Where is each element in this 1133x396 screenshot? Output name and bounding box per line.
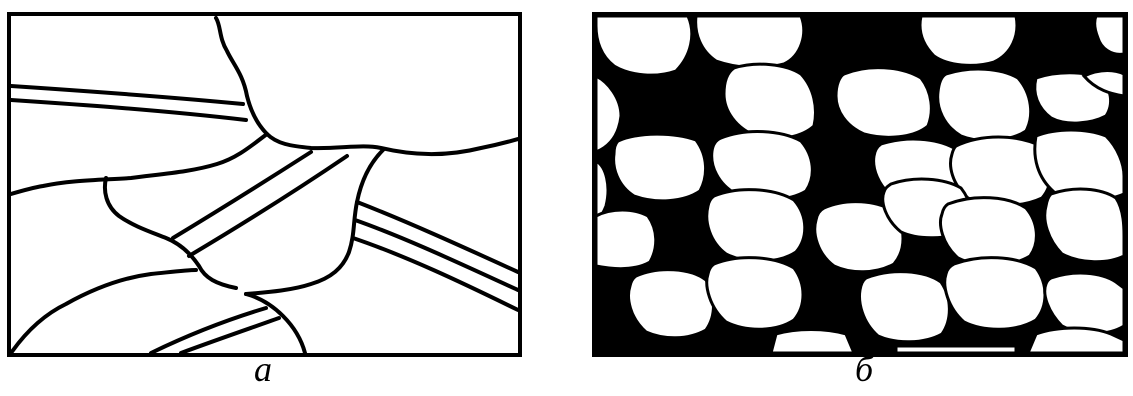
micrograph-panel-b <box>592 12 1128 357</box>
caption-a: а <box>254 348 272 390</box>
grain-boundaries-twins-drawing <box>11 16 518 353</box>
micrograph-panel-a <box>7 12 522 357</box>
two-phase-grain-structure-drawing <box>596 16 1124 353</box>
caption-b: б <box>855 348 873 390</box>
